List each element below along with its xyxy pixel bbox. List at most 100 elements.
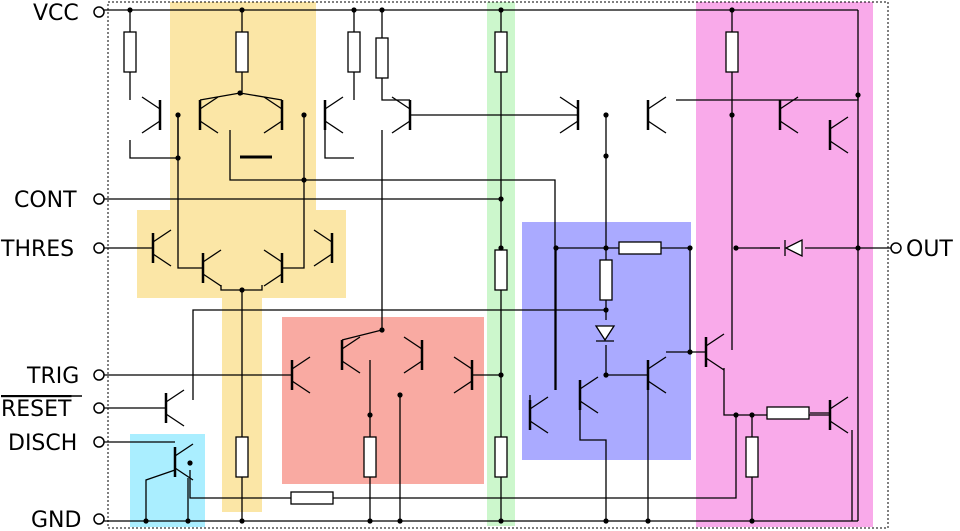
junction-dot [729,7,735,13]
transistor-collector [263,96,283,110]
junction-dot [127,7,133,13]
transistor [646,96,667,134]
transistor [646,356,667,394]
components [93,6,902,525]
resistor [618,241,662,255]
transistor-collector [391,96,411,110]
transistor-emitter [141,120,161,134]
transistor-collector [829,396,849,410]
junction-dot [603,518,609,524]
resistor [123,31,137,73]
junction-dot [379,7,385,13]
transistor-collector [199,96,219,110]
junction-dot [855,92,861,98]
resistor [290,491,334,505]
resistor [347,31,361,73]
junction-dot [397,392,403,398]
transistor-emitter [291,380,311,394]
junction-dot [603,112,609,118]
transistor-emitter [579,400,599,414]
transistor-collector [141,96,161,110]
transistor-emitter [174,467,194,481]
transistor-emitter [313,253,333,267]
terminal-pin [93,193,105,205]
transistor-emitter [341,360,361,374]
junction-dot [498,196,504,202]
transistor-collector [453,356,473,370]
junction-dot [351,7,357,13]
resistor [494,31,508,73]
resistor [235,31,249,73]
junction-dot [239,287,245,293]
terminal-pin [890,242,902,254]
diode-icon [594,325,616,342]
junction-dot [239,518,245,524]
label-cont: CONT [14,188,77,213]
resistor [363,436,377,478]
junction-dot [237,90,243,96]
label-reset: RESET [1,397,72,422]
label-trig: TRIG [26,364,79,389]
transistor-emitter [779,120,799,134]
region-pink [696,2,873,527]
transistor [290,356,311,394]
junction-dot [603,153,609,159]
junction-dot [498,518,504,524]
junction-dot [687,245,693,251]
junction-dot [498,7,504,13]
transistor-collector [705,333,725,347]
chip-boundary [107,1,889,529]
junction-dot [498,372,504,378]
transistor-collector [324,96,344,110]
junction-dot [603,307,609,313]
junction-dot [175,155,181,161]
wire [324,130,354,159]
transistor-emitter [829,420,849,434]
transistor [263,249,284,287]
label-disch: DISCH [8,431,77,456]
junction-dot [367,412,373,418]
transistor-collector [202,249,222,263]
transistor-emitter [324,120,344,134]
resistor [745,436,759,478]
transistor-collector [559,96,579,110]
transistor-emitter [705,357,725,371]
region-cyan [130,434,205,527]
wire [192,309,606,400]
transistor-collector [263,249,283,263]
junction-dot [301,112,307,118]
label-out: OUT [906,237,953,262]
transistor-collector [152,229,172,243]
wire [341,130,383,341]
transistor [403,336,424,374]
junction-dot [553,245,559,251]
transistor [263,96,284,134]
transistor-emitter [199,120,219,134]
transistor [704,333,725,371]
junction-dot [645,518,651,524]
transistor-emitter [829,140,849,154]
terminal-pin [93,242,105,254]
transistor [313,229,334,267]
junction-dot [187,460,193,466]
resistor [725,31,739,73]
transistor [173,443,194,481]
junction-dot [397,518,403,524]
terminal-pin [93,369,105,381]
transistor [164,389,185,427]
transistor-collector [403,336,423,350]
region-red [282,317,484,484]
junction-dot [239,7,245,13]
junction-dot [749,412,755,418]
transistor-collector [165,389,185,403]
transistor-emitter [165,413,185,427]
label-vcc: VCC [33,1,79,26]
junction-dot [498,245,504,251]
junction-dot [687,349,693,355]
transistor [559,96,580,134]
transistor [340,336,361,374]
junction-dot [855,245,861,251]
transistor [141,96,162,134]
